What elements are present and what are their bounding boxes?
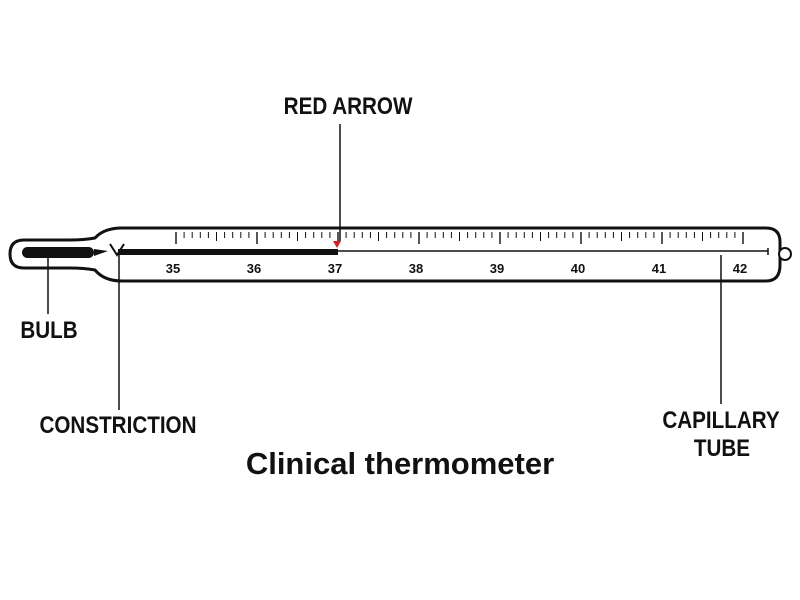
end-knob bbox=[778, 247, 792, 261]
tick-label: 41 bbox=[652, 261, 666, 276]
tick-label: 36 bbox=[247, 261, 261, 276]
tick-label: 40 bbox=[571, 261, 585, 276]
capillary-tube-label-line2: TUBE bbox=[694, 435, 750, 462]
tick-label: 38 bbox=[409, 261, 423, 276]
scale-tick-labels: 35 36 37 38 39 40 41 42 bbox=[166, 261, 747, 276]
thermometer-glass-outline bbox=[8, 226, 782, 283]
mercury-column bbox=[118, 249, 338, 255]
capillary-tube-label-line1: CAPILLARY bbox=[662, 407, 779, 434]
constriction bbox=[109, 243, 125, 257]
bulb-mercury bbox=[22, 247, 94, 258]
scale-ticks bbox=[175, 232, 744, 244]
bulb-label: BULB bbox=[20, 317, 77, 344]
constriction-label: CONSTRICTION bbox=[39, 412, 196, 439]
tick-label: 35 bbox=[166, 261, 180, 276]
tick-label: 39 bbox=[490, 261, 504, 276]
constriction-neck bbox=[94, 249, 108, 256]
diagram-caption: Clinical thermometer bbox=[246, 446, 554, 481]
tick-label: 37 bbox=[328, 261, 342, 276]
red-arrow-label: RED ARROW bbox=[284, 93, 414, 120]
red-arrow-marker bbox=[333, 241, 341, 248]
tick-label: 42 bbox=[733, 261, 747, 276]
